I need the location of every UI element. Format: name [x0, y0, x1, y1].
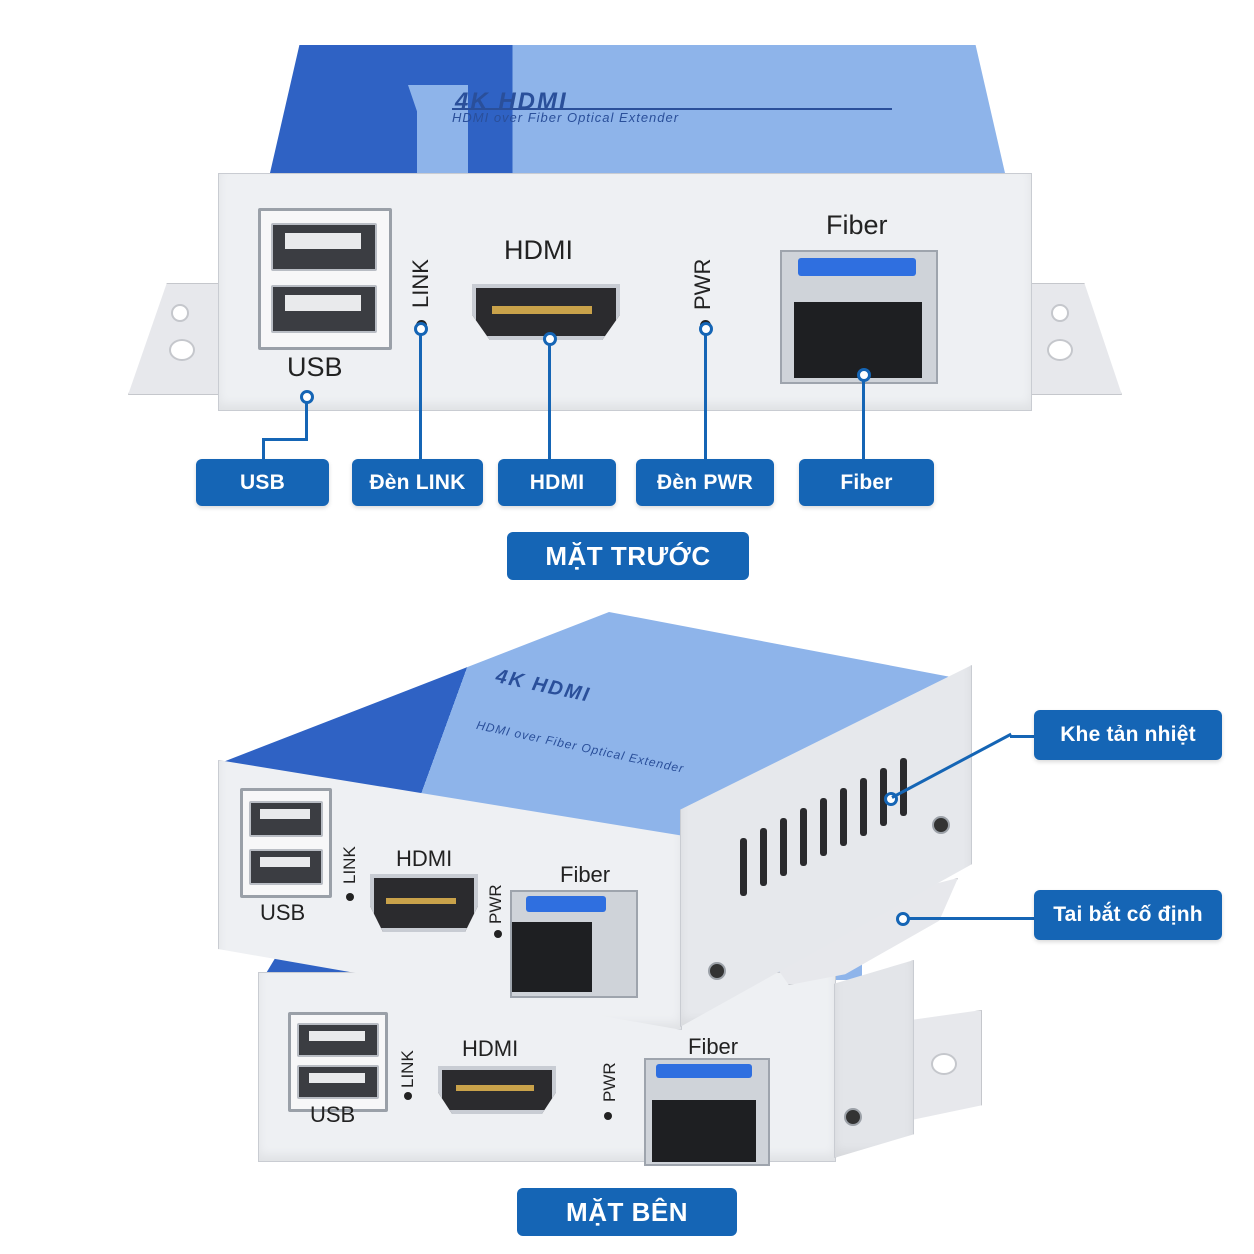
usb-label: USB [287, 352, 343, 382]
lower-hdmi-label: HDMI [462, 1036, 519, 1061]
upper-link-led [346, 893, 354, 901]
vent-slot [740, 838, 747, 896]
fiber-callout: Fiber [799, 459, 934, 506]
lower-link-led [404, 1092, 412, 1100]
lower-hdmi-port[interactable] [438, 1066, 556, 1114]
lower-side-screw [844, 1108, 862, 1126]
hdmi-port[interactable] [472, 284, 620, 340]
vent-slot [780, 818, 787, 876]
link-label: LINK [408, 259, 433, 308]
usb-callout: USB [196, 459, 329, 506]
lower-pwr-led [604, 1112, 612, 1120]
upper-pwr-label: PWR [486, 884, 505, 924]
upper-hdmi-label: HDMI [396, 846, 453, 871]
upper-pwr-led [494, 930, 502, 938]
right-mounting-ear [1028, 283, 1122, 395]
upper-front-screw [708, 962, 726, 980]
pwr-callout-line [704, 334, 707, 460]
link-led-callout: Đèn LINK [352, 459, 483, 506]
fiber-label: Fiber [826, 210, 888, 240]
lower-link-label: LINK [398, 1050, 417, 1088]
front-section-title: MẶT TRƯỚC [507, 532, 749, 580]
usb-callout-line [262, 438, 308, 441]
vents-callout: Khe tản nhiệt [1034, 710, 1222, 760]
upper-link-label: LINK [340, 846, 359, 884]
pwr-label: PWR [690, 258, 715, 310]
lower-side-panel [834, 960, 914, 1158]
ears-callout-line [908, 917, 1036, 920]
usb-callout-line [262, 438, 265, 460]
lower-pwr-label: PWR [600, 1062, 619, 1102]
lid-title: 4K HDMI [455, 88, 568, 115]
hdmi-label: HDMI [504, 235, 573, 265]
vent-slot [900, 758, 907, 816]
lid-notch [408, 85, 468, 173]
lower-usb-label: USB [310, 1102, 356, 1127]
usb-ports[interactable] [258, 208, 392, 350]
vent-slot [840, 788, 847, 846]
left-mounting-ear [128, 283, 225, 395]
upper-hdmi-port[interactable] [370, 874, 478, 932]
upper-side-screw [932, 816, 950, 834]
lower-right-mounting-ear [902, 1010, 982, 1122]
upper-fiber-label: Fiber [560, 862, 611, 887]
vent-slot [820, 798, 827, 856]
lid-rule [452, 108, 892, 110]
pwr-led-callout: Đèn PWR [636, 459, 774, 506]
lid-subtitle: HDMI over Fiber Optical Extender [452, 110, 680, 125]
usb-callout-line [305, 402, 308, 440]
link-callout-line [419, 334, 422, 460]
lower-fiber-label: Fiber [688, 1034, 739, 1059]
vent-slot [880, 768, 887, 826]
vent-slot [800, 808, 807, 866]
upper-usb-label: USB [260, 900, 306, 925]
lower-fiber-sfp-cage[interactable] [644, 1058, 770, 1166]
vents-callout-line [1010, 735, 1036, 738]
ears-callout: Tai bắt cố định [1034, 890, 1222, 940]
vent-slot [860, 778, 867, 836]
hdmi-callout-line [548, 344, 551, 460]
side-section-title: MẶT BÊN [517, 1188, 737, 1236]
vent-slot [760, 828, 767, 886]
upper-usb-ports[interactable] [240, 788, 332, 898]
fiber-callout-line [862, 380, 865, 460]
hdmi-callout: HDMI [498, 459, 616, 506]
lower-usb-ports[interactable] [288, 1012, 388, 1112]
fiber-sfp-cage[interactable] [780, 250, 938, 384]
upper-fiber-sfp-cage[interactable] [510, 890, 638, 998]
